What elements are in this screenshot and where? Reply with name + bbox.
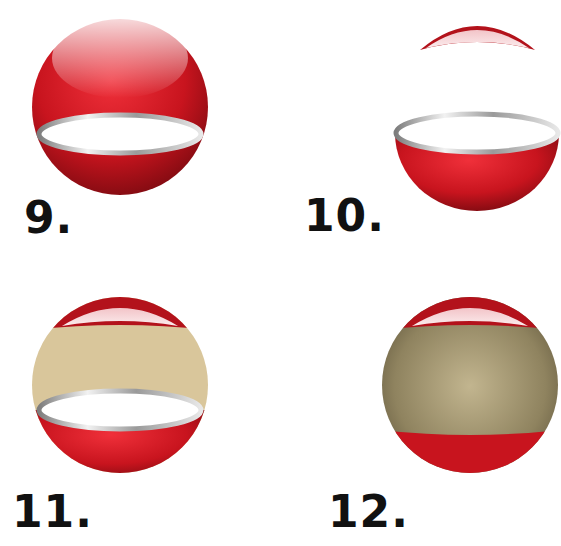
step-number: 9. (24, 196, 73, 240)
banded-sphere-open (30, 296, 210, 480)
step-number: 10. (304, 194, 385, 238)
banded-sphere-closed (380, 296, 560, 480)
whole-sphere (32, 18, 208, 195)
step-number: 11. (12, 490, 93, 534)
split-sphere (395, 26, 559, 211)
step-number: 12. (328, 490, 409, 534)
